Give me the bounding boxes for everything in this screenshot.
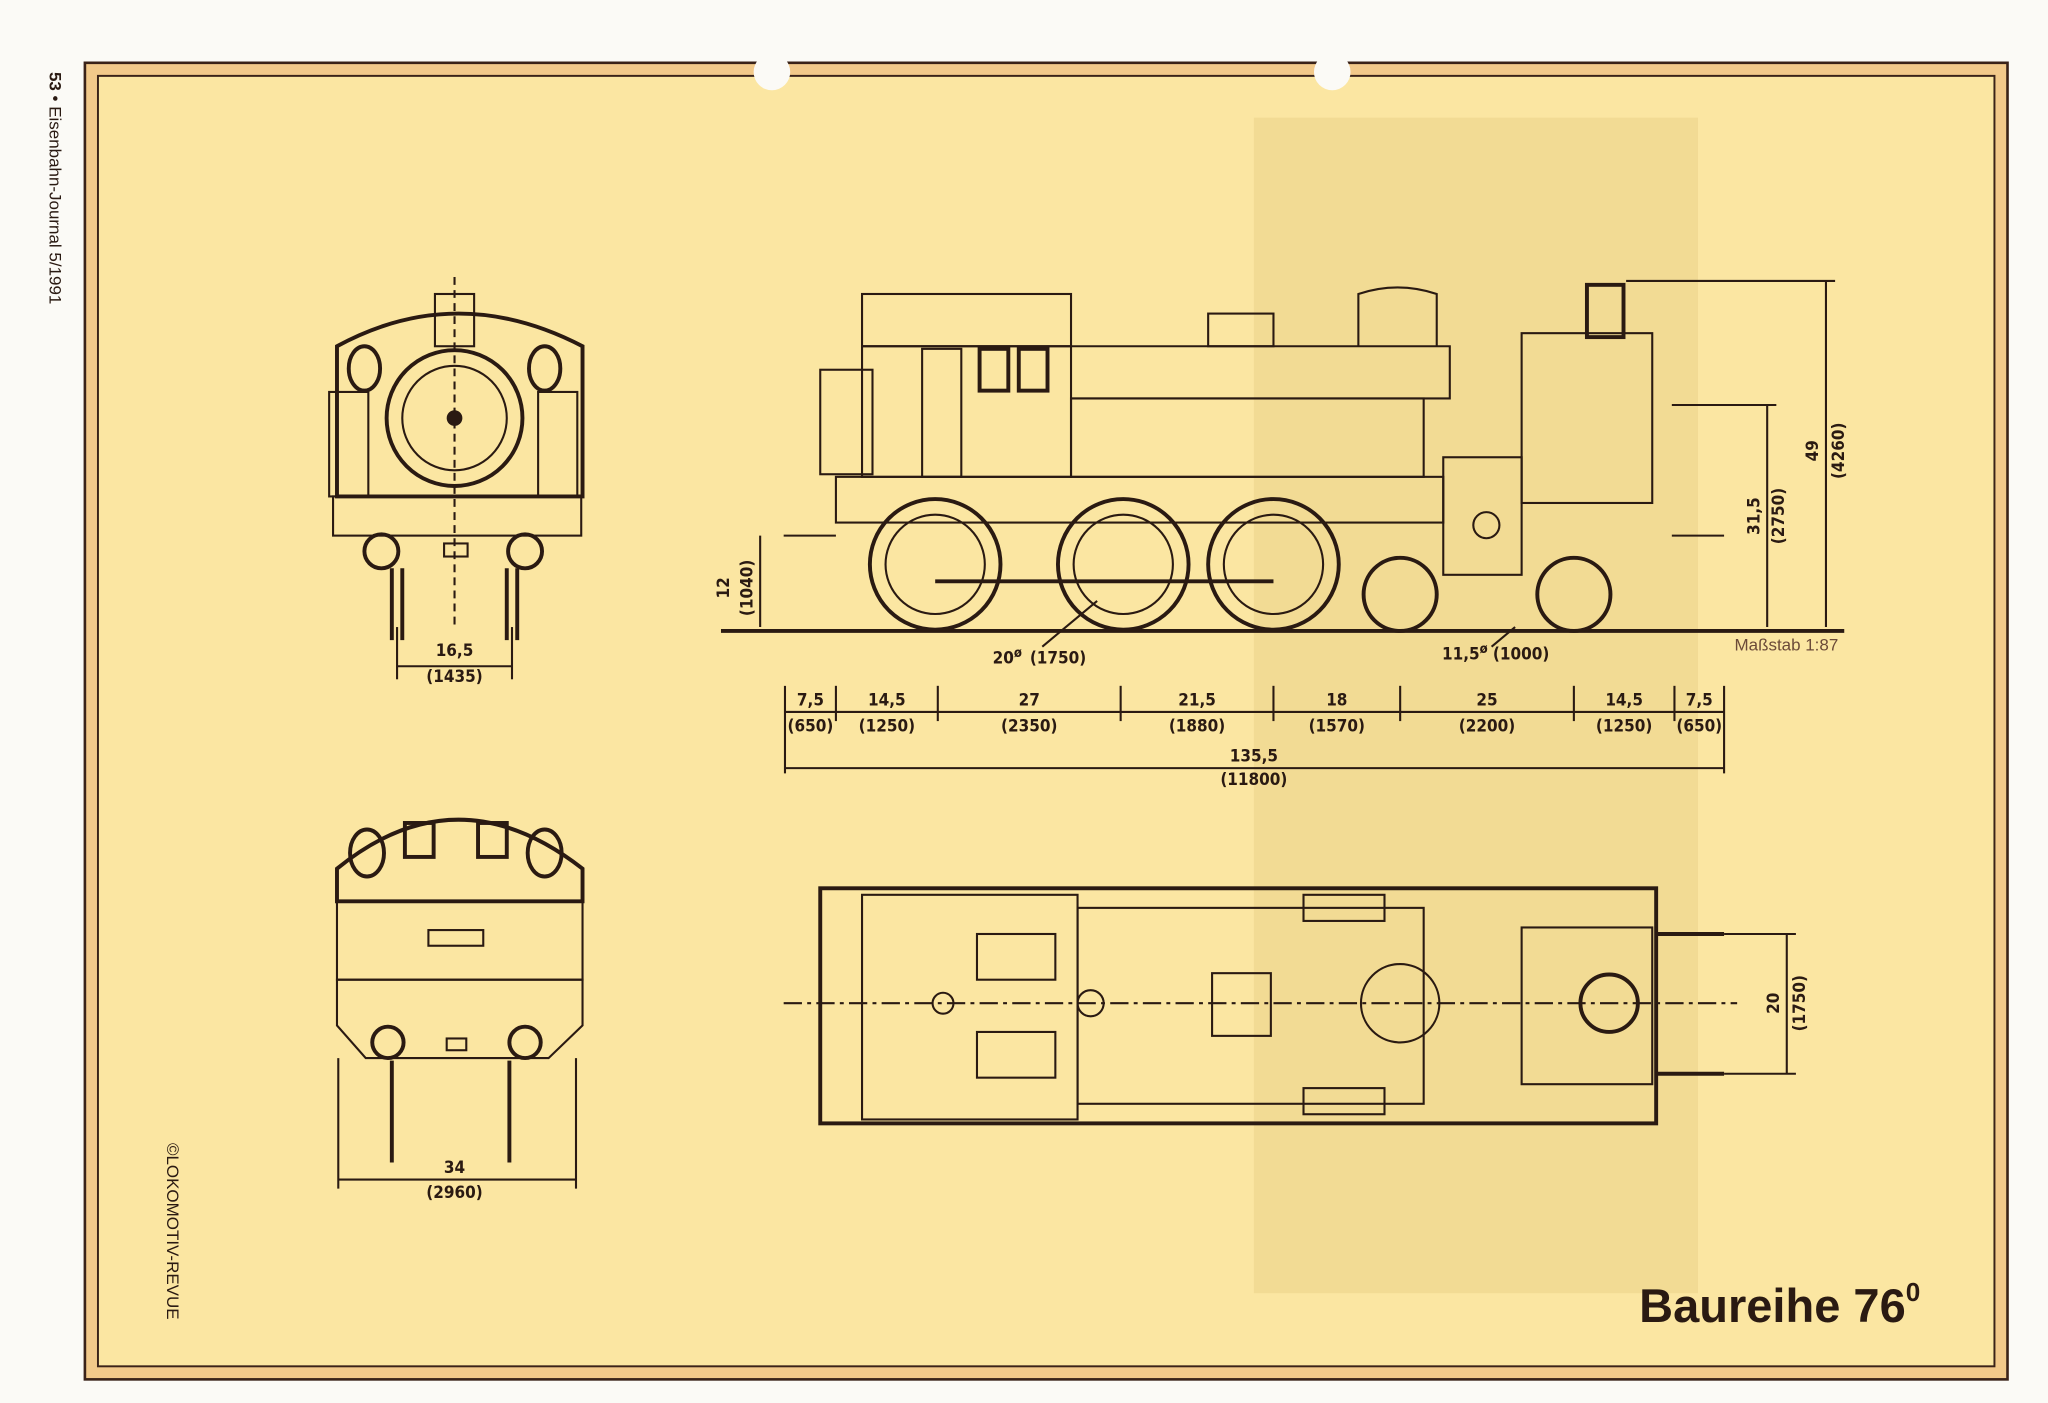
total-length-real: (11800) bbox=[1220, 770, 1287, 790]
segment-real: (1880) bbox=[1169, 717, 1225, 737]
driving-wheels bbox=[867, 497, 1341, 632]
side-view: 49 (4260) 31,5 (2750) 12 (1040) 20ø(1750… bbox=[714, 279, 1849, 790]
boiler-axis-mm: 31,5 bbox=[1744, 497, 1764, 535]
punch-hole bbox=[753, 53, 791, 91]
gauge-mm: 16,5 bbox=[436, 641, 474, 661]
buffer-spacing-mm: 20 bbox=[1764, 993, 1784, 1014]
buffer-height-real: (1040) bbox=[737, 560, 757, 616]
rear-view: 34 (2960) bbox=[335, 817, 585, 1203]
svg-text:©LOKOMOTIV-REVUE: ©LOKOMOTIV-REVUE bbox=[163, 1143, 182, 1320]
segment-real: (1570) bbox=[1309, 717, 1365, 737]
height-total-mm: 49 bbox=[1803, 440, 1823, 461]
svg-text:53 • Eisenbahn-Journal 5/1991: 53 • Eisenbahn-Journal 5/1991 bbox=[46, 72, 65, 304]
segment-mm: 14,5 bbox=[1605, 690, 1643, 710]
dimension-chain: 7,5 (650) 14,5 (1250) 27 (2350) 21,5 (1880) 18 (1… bbox=[783, 685, 1726, 774]
width-real: (2960) bbox=[426, 1183, 482, 1203]
carrying-wheel-dim: 11,5ø(1000) bbox=[1442, 642, 1549, 665]
copyright: ©LOKOMOTIV-REVUE bbox=[163, 1143, 182, 1320]
segment-mm: 25 bbox=[1476, 690, 1497, 710]
gauge-real: (1435) bbox=[426, 667, 482, 687]
segment-mm: 7,5 bbox=[797, 690, 824, 710]
segment-real: (2350) bbox=[1001, 717, 1057, 737]
punch-hole bbox=[1313, 53, 1351, 91]
segment-real: (1250) bbox=[1596, 717, 1652, 737]
segment-real: (650) bbox=[1676, 717, 1722, 737]
buffer-height-mm: 12 bbox=[714, 577, 734, 598]
segment-mm: 21,5 bbox=[1178, 690, 1216, 710]
drawing-title: Baureihe 760 bbox=[1639, 1277, 1920, 1332]
width-mm: 34 bbox=[444, 1158, 465, 1178]
height-total-real: (4260) bbox=[1829, 422, 1849, 478]
segment-real: (1250) bbox=[859, 717, 915, 737]
total-length-mm: 135,5 bbox=[1230, 747, 1278, 767]
driving-wheel-dim: 20ø(1750) bbox=[993, 646, 1087, 669]
top-view: 20 (1750) bbox=[783, 886, 1810, 1126]
segment-mm: 27 bbox=[1019, 690, 1040, 710]
segment-real: (2200) bbox=[1459, 717, 1515, 737]
front-view: 16,5 (1435) bbox=[328, 277, 585, 687]
boiler-axis-real: (2750) bbox=[1769, 488, 1789, 544]
scale-label: Maßstab 1:87 bbox=[1735, 636, 1839, 655]
segment-real: (650) bbox=[788, 717, 834, 737]
buffer-spacing-real: (1750) bbox=[1790, 975, 1810, 1031]
segment-mm: 7,5 bbox=[1686, 690, 1713, 710]
segment-mm: 18 bbox=[1326, 690, 1347, 710]
page-footer: 53 • Eisenbahn-Journal 5/1991 bbox=[46, 72, 65, 304]
segment-mm: 14,5 bbox=[868, 690, 906, 710]
